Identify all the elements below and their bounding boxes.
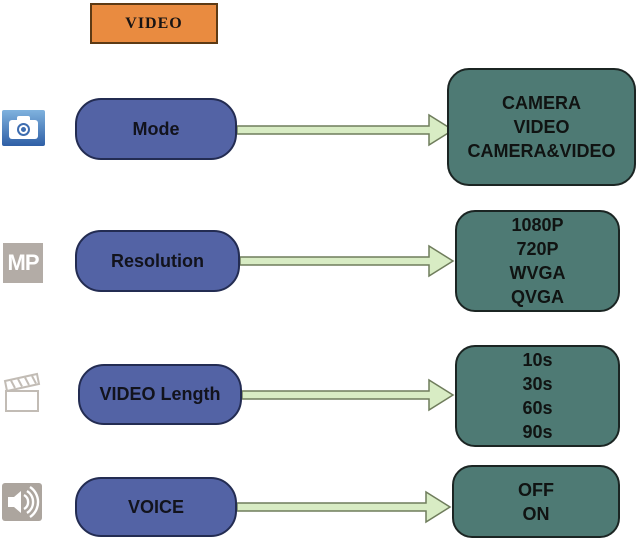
video-header: VIDEO (90, 3, 218, 44)
menu-item-resolution-label: Resolution (111, 250, 204, 271)
camera-icon (2, 110, 45, 146)
menu-item-voice: VOICE (75, 477, 237, 537)
options-resolution: 1080P 720P WVGA QVGA (455, 210, 620, 312)
arrow-mode-to-options (237, 113, 455, 147)
options-mode: CAMERA VIDEO CAMERA&VIDEO (447, 68, 636, 186)
speaker-icon (2, 483, 42, 521)
menu-item-resolution: Resolution (75, 230, 240, 292)
menu-item-video-length-label: VIDEO Length (99, 384, 221, 404)
clapperboard-icon (3, 372, 41, 414)
megapixel-icon: MP (3, 243, 43, 283)
arrow-voice-to-options (237, 490, 452, 524)
menu-item-voice-label: VOICE (127, 496, 184, 517)
menu-item-mode: Mode (75, 98, 237, 160)
arrow-resolution-to-options (240, 244, 455, 278)
menu-item-mode-label: Mode (132, 118, 180, 139)
options-voice: OFF ON (452, 465, 620, 538)
menu-item-video-length: VIDEO Length (78, 364, 242, 425)
megapixel-icon-label: MP (7, 250, 40, 275)
options-video-length: 10s 30s 60s 90s (455, 345, 620, 447)
arrow-video-length-to-options (242, 378, 455, 412)
